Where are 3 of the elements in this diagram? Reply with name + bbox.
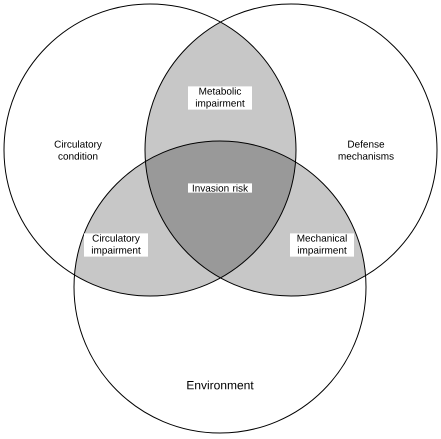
region-label: Mechanical impairment: [290, 233, 354, 257]
region-label: Circulatory impairment: [84, 233, 148, 257]
region-label: Metabolic impairment: [188, 86, 252, 110]
